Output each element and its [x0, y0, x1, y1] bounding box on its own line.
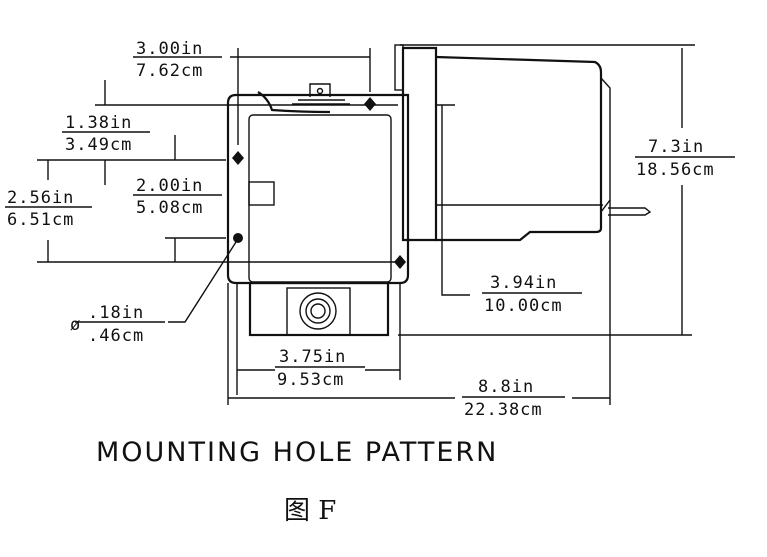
dimension-lines [5, 44, 735, 405]
dim-3-75-cm: 9.53cm [277, 370, 344, 390]
dim-8-8-in: 8.8in [478, 377, 534, 397]
dim-3-94-cm: 10.00cm [484, 296, 563, 316]
dim-2-00-in: 2.00in [136, 176, 203, 196]
dim-2-56-in: 2.56in [7, 188, 74, 208]
dim-hole-in: .18in [88, 303, 144, 323]
dim-7-3-in: 7.3in [648, 137, 704, 157]
dim-3-00-cm: 7.62cm [136, 61, 203, 81]
dim-1-38-cm: 3.49cm [65, 135, 132, 155]
dim-hole-cm: .46cm [88, 326, 144, 346]
figure-caption: 图 F [284, 496, 337, 526]
drawing-title: MOUNTING HOLE PATTERN [96, 437, 499, 468]
dim-7-3-cm: 18.56cm [636, 160, 715, 180]
dim-3-00-in: 3.00in [136, 39, 203, 59]
mounting-plate [226, 83, 410, 285]
conduit-box [248, 281, 390, 337]
dim-3-94-in: 3.94in [490, 273, 557, 293]
motor-body [394, 44, 652, 242]
dim-3-75-in: 3.75in [279, 347, 346, 367]
dim-1-38-in: 1.38in [65, 113, 132, 133]
mounting-holes [232, 97, 406, 269]
dim-8-8-cm: 22.38cm [464, 400, 543, 420]
hole-diameter-symbol: ø [70, 315, 81, 335]
dim-2-00-cm: 5.08cm [136, 198, 203, 218]
dim-2-56-cm: 6.51cm [7, 210, 74, 230]
